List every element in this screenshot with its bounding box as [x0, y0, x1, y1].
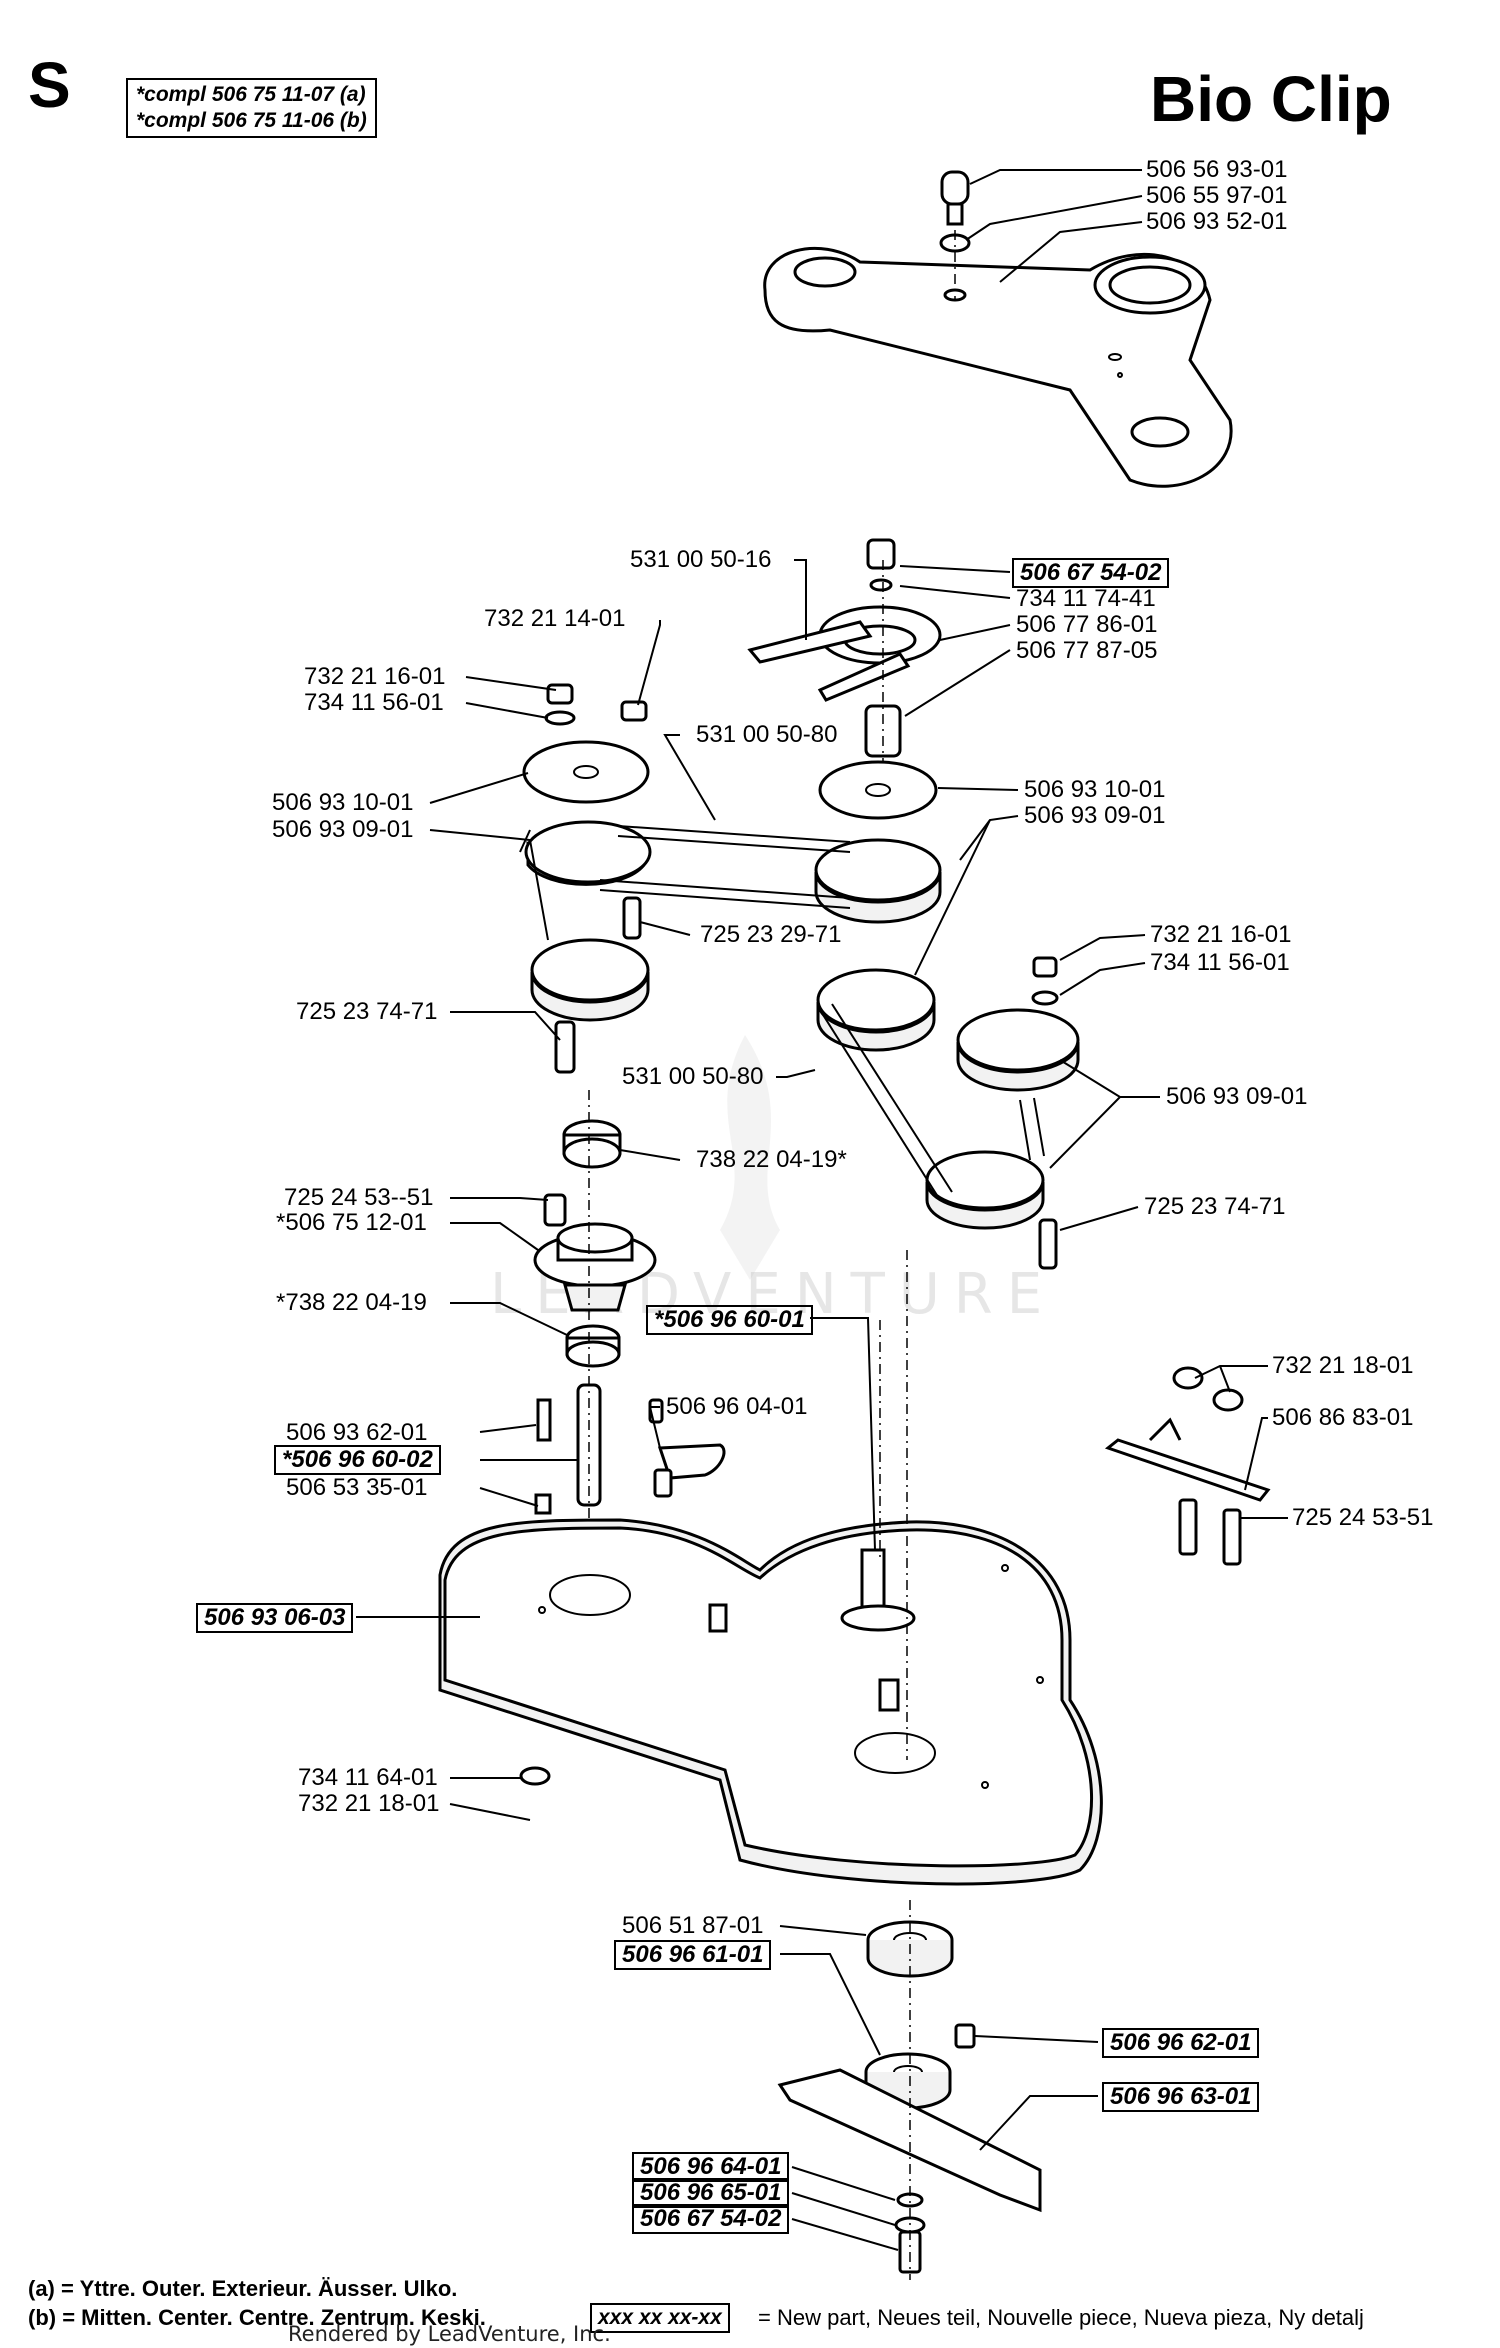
part-label-506-53-35-01: 506 53 35-01	[286, 1474, 428, 1501]
part-label-725-23-74-71-left: 725 23 74-71	[296, 998, 438, 1025]
part-label-734-11-64-01: 734 11 64-01	[298, 1764, 438, 1791]
part-label-506-67-54-02-new-lower: 506 67 54-02	[632, 2204, 790, 2234]
part-label-734-11-56-01-left: 734 11 56-01	[304, 689, 444, 716]
part-label-725-23-29-71: 725 23 29-71	[700, 921, 842, 948]
part-label-506-96-64-01-new: 506 96 64-01	[632, 2152, 790, 2182]
part-label-531-00-50-16: 531 00 50-16	[630, 546, 772, 573]
new-part-legend-text: = New part, Neues teil, Nouvelle piece, …	[758, 2305, 1364, 2330]
left-spindle	[533, 1090, 657, 1620]
part-label-506-96-65-01-new: 506 96 65-01	[632, 2178, 790, 2208]
upper-pulley	[747, 538, 942, 770]
watermark-logo	[720, 1035, 780, 1280]
footer-legend-b: (b) = Mitten. Center. Centre. Zentrum. K…	[28, 2305, 486, 2330]
part-label-506-86-83-01: 506 86 83-01	[1272, 1404, 1414, 1431]
right-cam-plate	[648, 1398, 726, 1498]
part-label-506-93-52-01: 506 93 52-01	[1146, 208, 1288, 235]
part-label-506-96-04-01: 506 96 04-01	[666, 1393, 808, 1420]
part-label-506-56-93-01: 506 56 93-01	[1146, 156, 1288, 183]
part-label-506-93-09-01-right: 506 93 09-01	[1024, 802, 1166, 829]
part-label-506-93-62-01: 506 93 62-01	[286, 1419, 428, 1446]
part-label-506-75-12-01: *506 75 12-01	[276, 1209, 427, 1236]
part-label-506-96-61-01-new: 506 96 61-01	[614, 1940, 772, 1970]
part-label-725-24-53-51-left: 725 24 53--51	[284, 1184, 434, 1211]
part-label-506-96-60-02-new: *506 96 60-02	[274, 1445, 441, 1475]
part-label-506-51-87-01: 506 51 87-01	[622, 1912, 764, 1939]
part-label-506-96-63-01-new: 506 96 63-01	[1102, 2082, 1260, 2112]
part-label-734-11-74-41: 734 11 74-41	[1016, 585, 1156, 612]
part-label-506-96-62-01-new: 506 96 62-01	[1102, 2028, 1260, 2058]
top-bolt	[939, 170, 971, 300]
compl-line-b: *compl 506 75 11-06 (b)	[136, 109, 367, 132]
part-label-531-00-50-80-lower: 531 00 50-80	[622, 1063, 764, 1090]
section-letter: S	[28, 49, 71, 121]
upper-timing-belt	[599, 825, 851, 909]
part-label-732-21-14-01: 732 21 14-01	[484, 605, 626, 632]
part-label-734-11-56-01-right: 734 11 56-01	[1150, 949, 1290, 976]
part-label-506-77-87-05: 506 77 87-05	[1016, 637, 1158, 664]
compl-line-a: *compl 506 75 11-07 (a)	[136, 83, 366, 106]
new-part-legend-box: xxx xx xx-xx	[590, 2303, 730, 2333]
left-nut-stack	[544, 683, 648, 726]
part-label-531-00-50-80-upper: 531 00 50-80	[696, 721, 838, 748]
right-bracket	[1104, 1366, 1271, 1566]
part-label-732-21-18-01-right: 732 21 18-01	[1272, 1352, 1414, 1379]
part-label-725-24-53-51-right: 725 24 53-51	[1292, 1504, 1434, 1531]
part-label-506-93-10-01-right: 506 93 10-01	[1024, 776, 1166, 803]
part-label-506-93-06-03-new: 506 93 06-03	[196, 1603, 354, 1633]
part-label-732-21-18-01-left: 732 21 18-01	[298, 1790, 440, 1817]
complete-assembly-box: *compl 506 75 11-07 (a) *compl 506 75 11…	[126, 78, 377, 138]
part-label-506-96-60-01-new: *506 96 60-01	[646, 1305, 813, 1335]
lower-right-sprockets	[819, 956, 1080, 1270]
part-label-738-22-04-19-star: 738 22 04-19*	[696, 1146, 847, 1173]
top-bracket	[763, 247, 1233, 488]
right-sprocket-stack	[814, 760, 942, 1052]
render-credit: Rendered by LeadVenture, Inc.	[288, 2322, 611, 2346]
part-label-506-77-86-01: 506 77 86-01	[1016, 611, 1158, 638]
part-label-738-22-04-19: *738 22 04-19	[276, 1289, 427, 1316]
leader-lines	[356, 169, 1288, 2251]
footer-legend-a: (a) = Yttre. Outer. Exterieur. Äusser. U…	[28, 2276, 458, 2301]
part-label-732-21-16-01-right: 732 21 16-01	[1150, 921, 1292, 948]
part-label-725-23-74-71-right: 725 23 74-71	[1144, 1193, 1286, 1220]
page-title: Bio Clip	[1150, 63, 1392, 135]
part-label-506-55-97-01: 506 55 97-01	[1146, 182, 1288, 209]
part-label-732-21-16-01-left: 732 21 16-01	[304, 663, 446, 690]
blade-assembly	[777, 1900, 1042, 2280]
part-label-506-93-10-01-left: 506 93 10-01	[272, 789, 414, 816]
part-label-506-67-54-02-new: 506 67 54-02	[1012, 558, 1170, 588]
deck-housing	[438, 1250, 1103, 1886]
part-label-506-93-09-01-left: 506 93 09-01	[272, 816, 414, 843]
part-label-506-93-09-01-lower: 506 93 09-01	[1166, 1083, 1308, 1110]
